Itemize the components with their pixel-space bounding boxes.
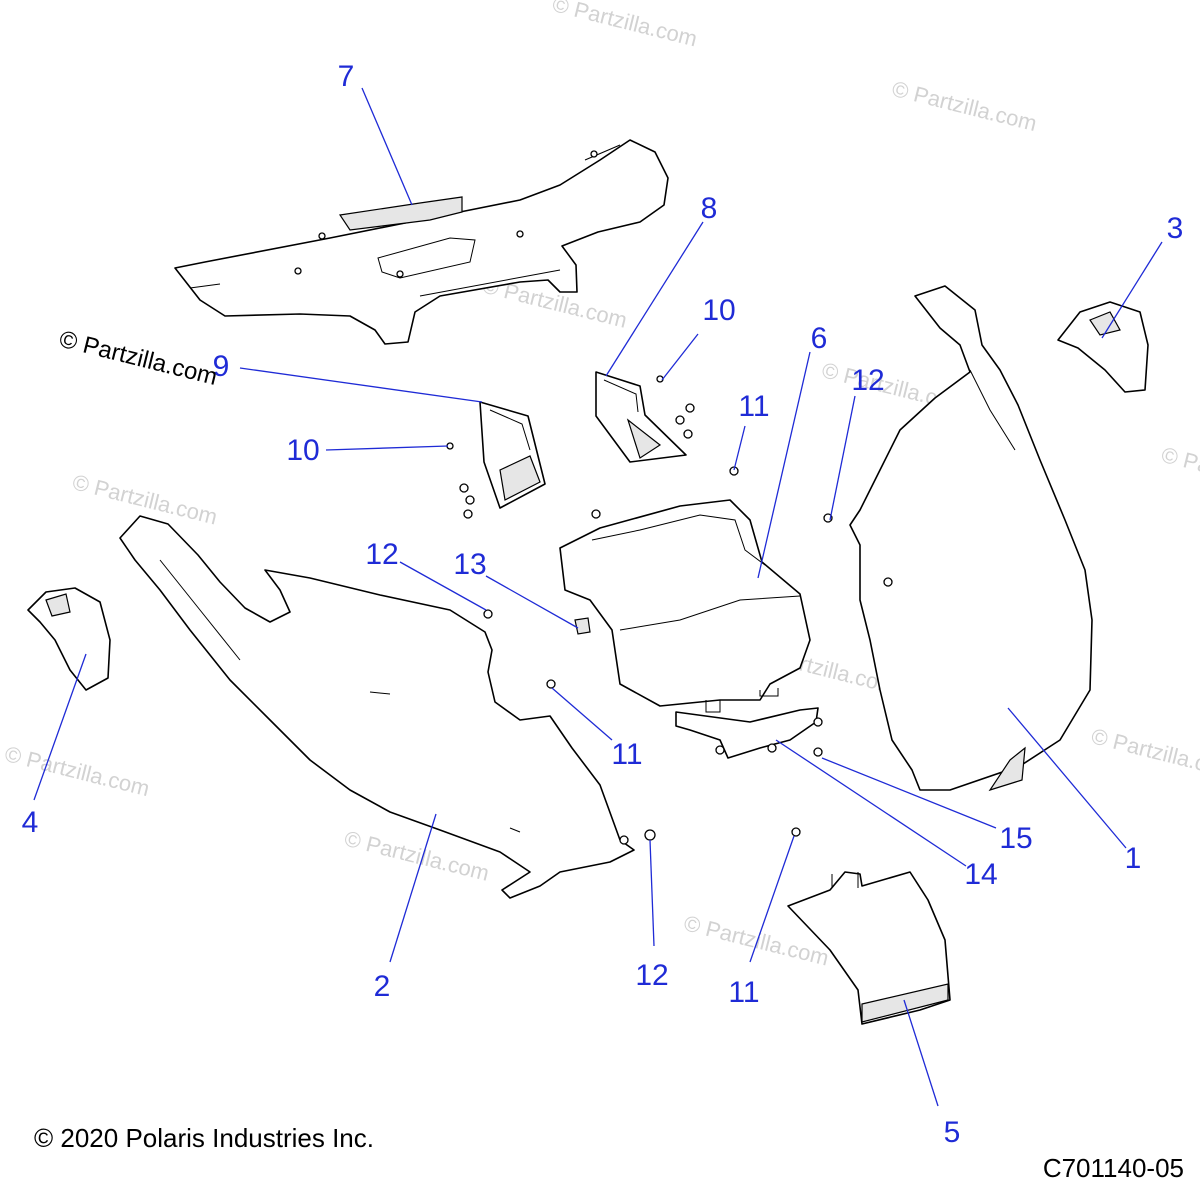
callout-label: 7: [338, 60, 355, 93]
callout-label: 11: [611, 738, 642, 771]
hardware-nuts: [446, 375, 695, 519]
part-8-right-vent: [595, 371, 687, 463]
callout-label: 9: [213, 350, 230, 383]
part-4-left-cover: [27, 587, 111, 691]
callout-label: 12: [365, 538, 398, 571]
callout-label: 8: [701, 192, 718, 225]
copyright-notice: © 2020 Polaris Industries Inc.: [34, 1123, 374, 1153]
leader-lines: [33, 87, 1163, 1107]
callout-label: 3: [1167, 212, 1184, 245]
callout-label: 13: [453, 548, 486, 581]
callout-label: 12: [635, 959, 668, 992]
part-14-bracket: [675, 707, 823, 759]
part-1-right-side-panel: [823, 285, 1093, 792]
watermark: © Partzilla.com: [1159, 442, 1200, 502]
loose-hardware: [644, 747, 823, 841]
callout-label: 2: [374, 970, 391, 1003]
callout-label: 12: [851, 364, 884, 397]
callout-label: 4: [22, 806, 39, 839]
part-6-center-box: [559, 466, 811, 713]
callout-label: 6: [811, 322, 828, 355]
watermark: © Partzilla.com: [1089, 723, 1200, 783]
part-3-right-cover: [1057, 301, 1149, 393]
watermark: © Partzilla.com: [890, 76, 1040, 136]
callouts: 7 8 10 3 6 12 9 11 10 13 12 11 15 14 1 4…: [22, 60, 1184, 1149]
callout-label: 1: [1125, 842, 1142, 875]
callout-label: 11: [738, 390, 769, 423]
partzilla-credit: © Partzilla.com: [57, 326, 220, 391]
part-2-left-side-panel: [119, 515, 635, 899]
part-9-left-vent: [479, 401, 546, 509]
watermark: © Partzilla.com: [550, 0, 700, 51]
callout-label: 10: [702, 294, 735, 327]
part-7-front-panel: [174, 139, 669, 345]
callout-label: 10: [286, 434, 319, 467]
callout-label: 5: [944, 1116, 961, 1149]
callout-label: 15: [999, 822, 1032, 855]
callout-label: 11: [728, 976, 759, 1009]
diagram-code: C701140-05: [1043, 1153, 1184, 1183]
callout-label: 14: [964, 858, 997, 891]
watermark: © Partzilla.com: [2, 741, 152, 801]
